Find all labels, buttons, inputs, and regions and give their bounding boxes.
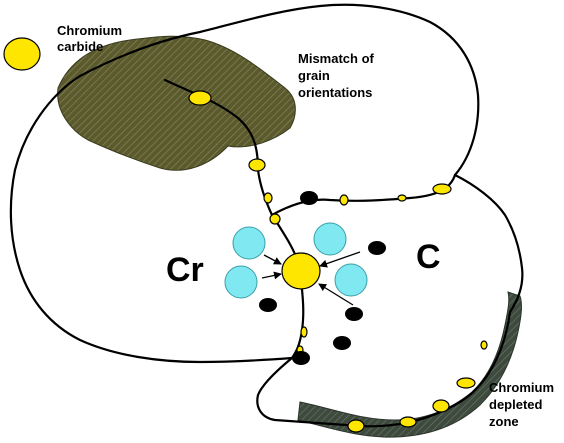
diffusion-arrows: [261, 251, 361, 306]
depleted-label-line3: zone: [489, 414, 519, 429]
chromium-atom: [232, 226, 266, 260]
arrow-chromium-diffusion: [261, 271, 282, 280]
mismatch-label-line3: orientations: [298, 85, 372, 100]
carbide-particle: [456, 377, 476, 389]
arrow-carbon-diffusion: [318, 283, 354, 306]
grain-bottom-outline: [256, 310, 512, 428]
arrow-chromium-diffusion: [263, 254, 282, 265]
arrow-carbon-diffusion: [319, 251, 361, 268]
carbon-atom: [333, 336, 351, 350]
grain-right-outline: [453, 173, 524, 314]
legend-label-line1: Chromium: [57, 23, 122, 38]
chromium-atom: [313, 222, 347, 256]
carbon-atom: [259, 298, 277, 312]
carbide-particle: [432, 399, 450, 413]
legend-carbide-swatch: [3, 37, 41, 71]
mismatch-label-line2: grain: [298, 68, 330, 83]
carbide-particle: [347, 419, 365, 433]
chromium-atom: [334, 263, 368, 297]
carbide-particle: [248, 158, 266, 172]
chromium-atom: [224, 265, 258, 299]
grain-left-outline: [9, 74, 294, 364]
depleted-label-line2: depleted: [489, 397, 543, 412]
depleted-label-line1: Chromium: [489, 380, 554, 395]
carbon-atom: [345, 307, 363, 321]
carbon-atom: [368, 241, 386, 255]
carbide-particle: [397, 194, 407, 202]
chromium-depleted-zone: [297, 291, 522, 438]
carbide-particle: [269, 213, 281, 225]
carbide-particle: [263, 192, 273, 204]
carbide-particle: [480, 340, 488, 350]
grain-top-outline: [78, 3, 480, 177]
chromium-symbol: Cr: [166, 251, 204, 289]
carbon-atom: [292, 351, 310, 365]
mismatch-label-line1: Mismatch of: [298, 51, 375, 66]
carbide-particle: [188, 90, 212, 106]
grain-boundary-right: [270, 173, 457, 217]
chromium-atoms: [224, 222, 368, 299]
carbon-symbol: C: [416, 238, 441, 276]
legend-label-line2: carbide: [57, 39, 103, 54]
carbide-particle: [399, 416, 417, 428]
carbide-particle: [432, 183, 452, 195]
grain-mismatch-region: [57, 35, 296, 171]
carbon-atom: [300, 191, 318, 205]
central-carbide: [281, 252, 321, 290]
carbide-particles: [188, 90, 488, 433]
carbon-atoms: [259, 191, 386, 365]
carbide-particle: [300, 326, 308, 338]
carbide-particle: [339, 194, 349, 206]
